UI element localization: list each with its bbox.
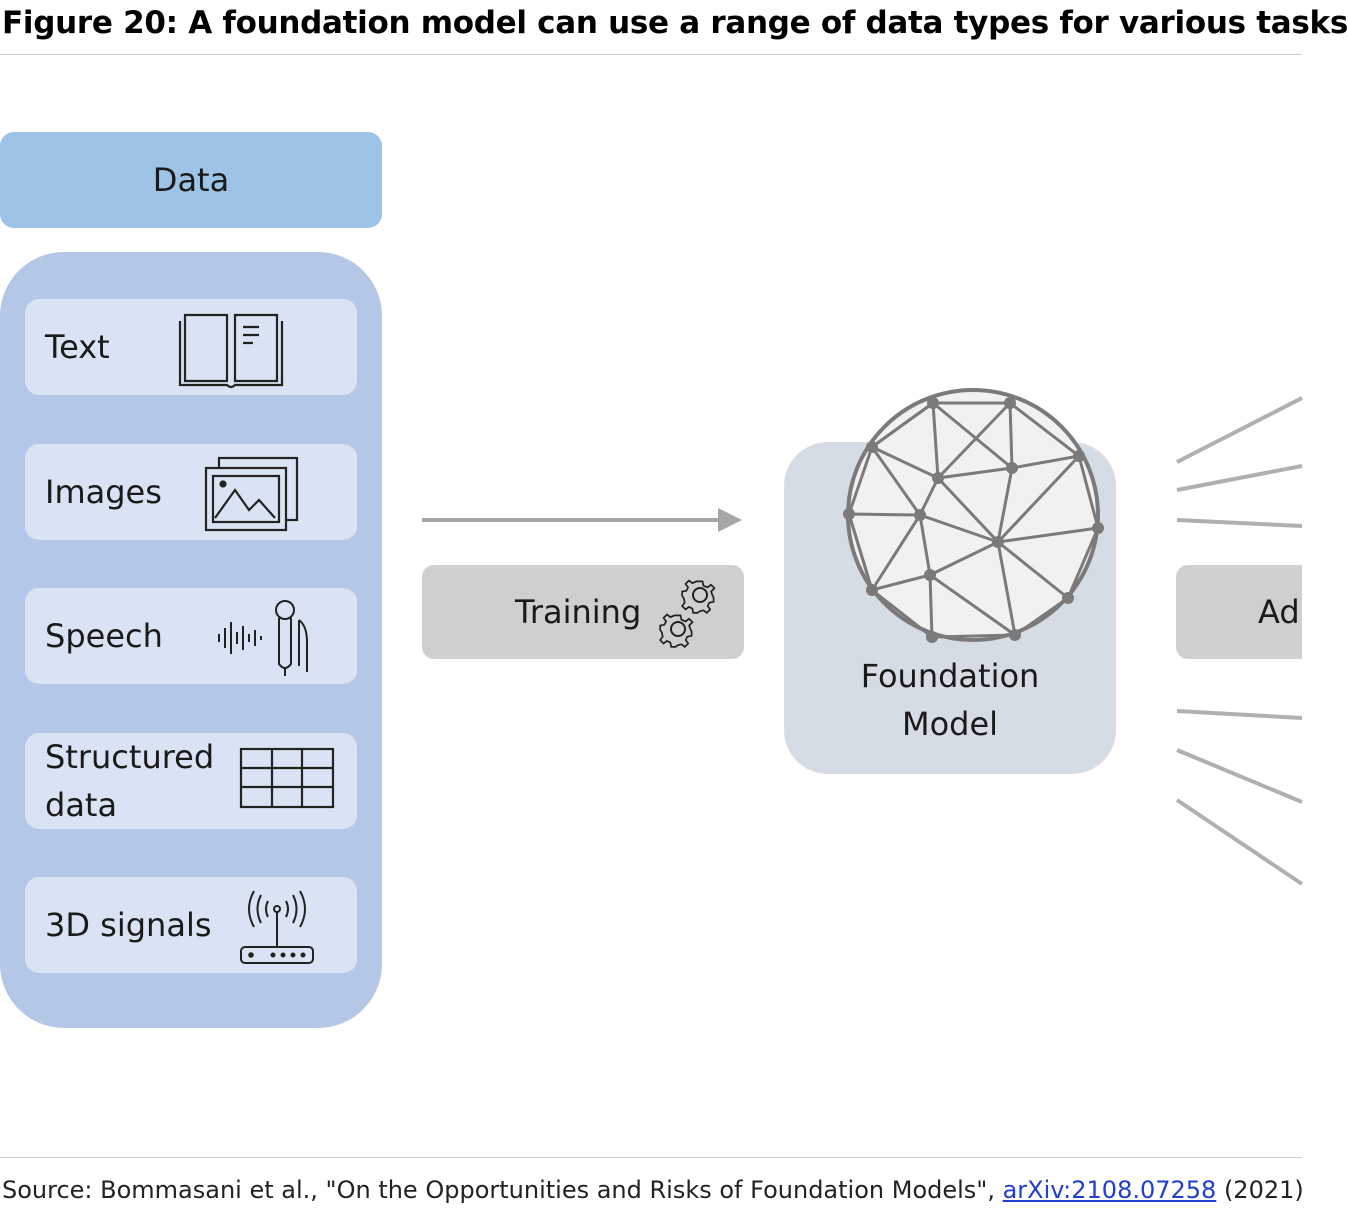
data-item-3d-signals: 3D signals — [25, 877, 357, 973]
data-item-text: Text — [25, 299, 357, 395]
adaptation-box: Ad — [1176, 565, 1302, 659]
data-item-label: Structured data — [45, 738, 215, 824]
figure-title: Figure 20: A foundation model can use a … — [2, 5, 1348, 41]
training-arrow — [422, 508, 742, 532]
data-item-label: Text — [45, 328, 110, 366]
book-icon — [178, 313, 284, 389]
data-panel: Text Images Speech Structured dat — [0, 252, 382, 1028]
source-suffix: (2021) — [1216, 1176, 1304, 1204]
foundation-model-label-line1: Foundation — [860, 657, 1040, 695]
bottom-divider — [0, 1157, 1302, 1158]
neural-network-sphere-icon — [843, 388, 1104, 643]
data-item-structured-data: Structured data — [25, 733, 357, 829]
data-item-label: Images — [45, 473, 162, 511]
antenna-icon — [240, 890, 314, 964]
adaptation-label: Ad — [1258, 593, 1300, 631]
data-item-label: 3D signals — [45, 906, 212, 944]
diagram-overlay — [422, 388, 1304, 886]
foundation-model-label: Foundation Model — [784, 652, 1116, 748]
data-header-label: Data — [152, 161, 230, 199]
data-item-images: Images — [25, 444, 357, 540]
foundation-model-label-line2: Model — [901, 705, 999, 743]
arxiv-link[interactable]: arXiv:2108.07258 — [1002, 1176, 1217, 1204]
training-box: Training — [422, 565, 744, 659]
microphone-icon — [218, 600, 308, 676]
gears-icon — [659, 579, 716, 648]
table-icon — [239, 747, 335, 809]
training-label: Training — [515, 593, 642, 631]
image-icon — [204, 456, 299, 532]
output-lines — [1175, 396, 1304, 886]
data-item-label: Speech — [45, 617, 163, 655]
top-divider — [0, 54, 1302, 55]
source-prefix: Source: Bommasani et al., "On the Opport… — [2, 1176, 1003, 1204]
source-note: Source: Bommasani et al., "On the Opport… — [2, 1172, 1304, 1208]
data-header: Data — [0, 132, 382, 228]
data-item-speech: Speech — [25, 588, 357, 684]
